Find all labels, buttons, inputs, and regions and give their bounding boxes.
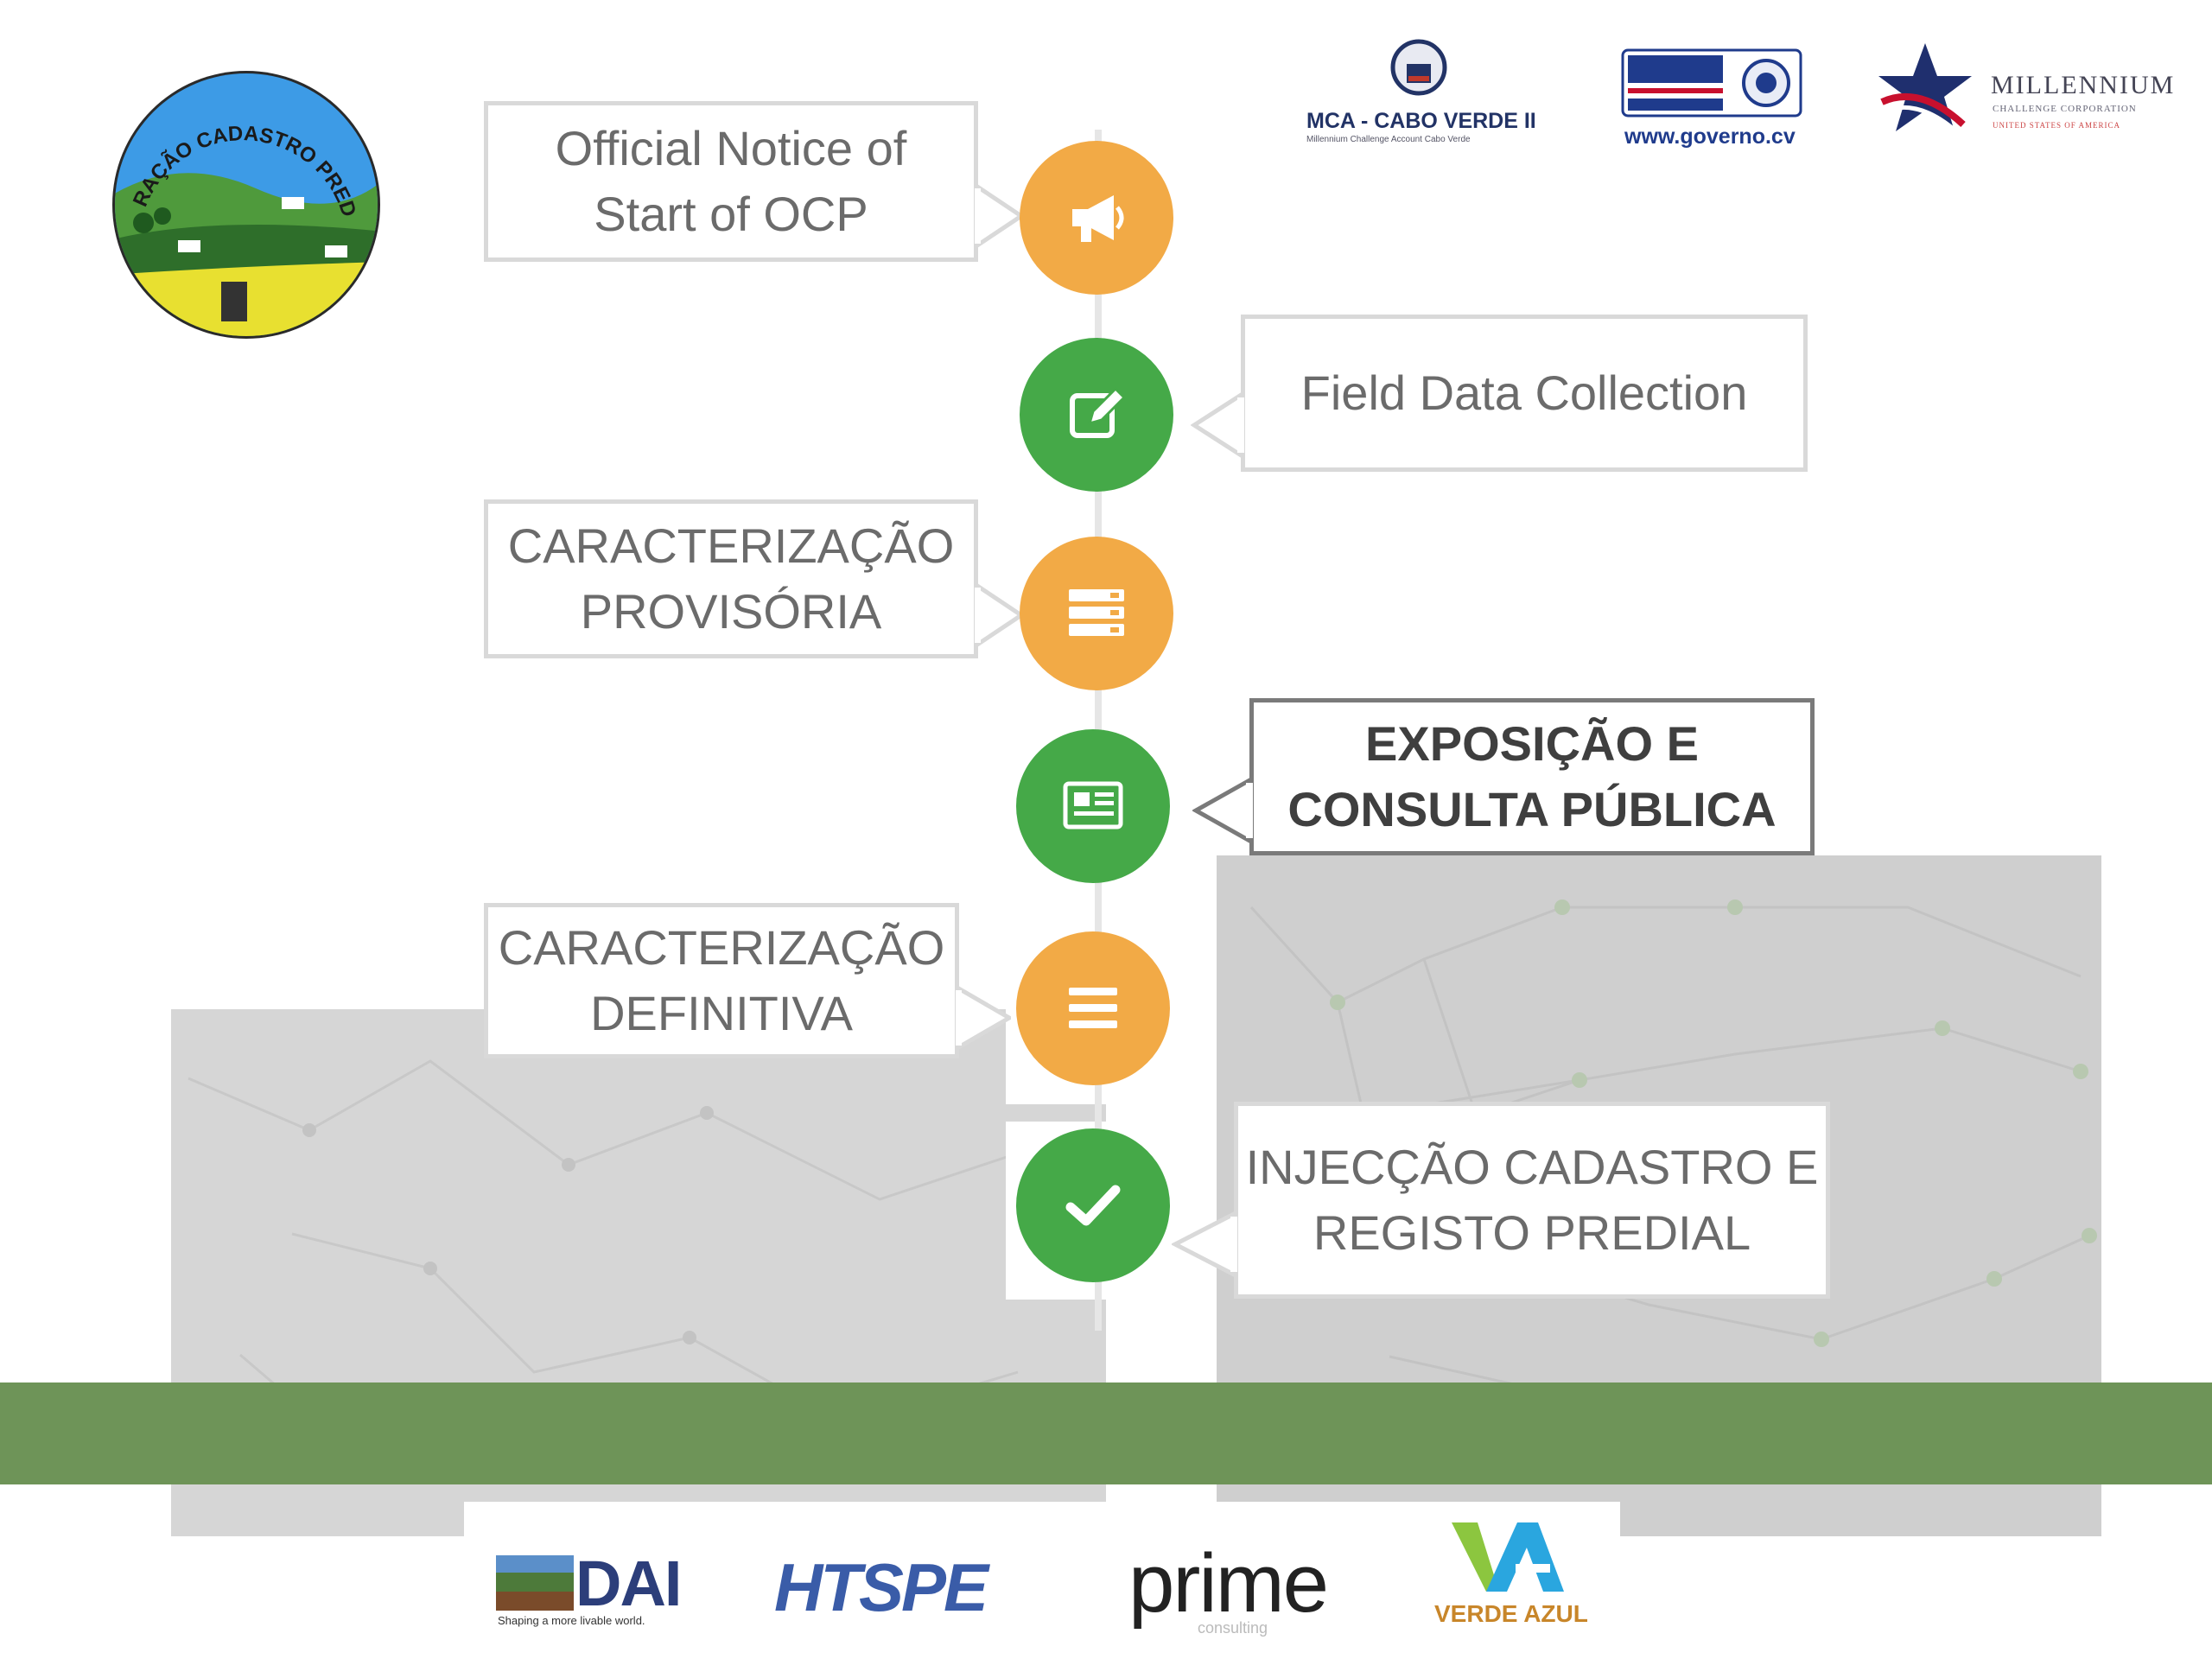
partner-logo-strip <box>464 1502 1620 1659</box>
dai-logo: DAI Shaping a more livable world. <box>496 1548 700 1631</box>
step-label-official-notice: Official Notice of Start of OCP <box>484 101 978 262</box>
menu-icon <box>1069 988 1117 1028</box>
footer-band <box>0 1382 2212 1484</box>
mca-name: MCA - CABO VERDE II <box>1306 109 1536 133</box>
step-circle-official-notice <box>1020 141 1173 295</box>
governo-url: www.governo.cv <box>1624 124 1796 149</box>
callout-pointer <box>1192 776 1253 845</box>
callout-pointer <box>1191 391 1244 460</box>
step-label-injeccao-cadastro: INJECÇÃO CADASTRO E REGISTO PREDIAL <box>1234 1102 1830 1299</box>
mcc-logo: MILLENNIUM CHALLENGE CORPORATION UNITED … <box>1877 41 2173 145</box>
callout-pointer <box>975 181 1023 251</box>
mcc-name: MILLENNIUM <box>1991 71 2176 99</box>
mcc-subtitle-usa: UNITED STATES OF AMERICA <box>1993 121 2121 130</box>
step-label-exposicao-consulta: EXPOSIÇÃO E CONSULTA PÚBLICA <box>1249 698 1815 855</box>
mca-subtitle: Millennium Challenge Account Cabo Verde <box>1306 135 1471 144</box>
callout-pointer <box>956 984 1011 1052</box>
star-icon <box>1878 43 1972 133</box>
verde-azul-emblem-icon <box>1452 1522 1564 1592</box>
check-icon <box>1065 1185 1121 1226</box>
dai-tagline: Shaping a more livable world. <box>498 1614 645 1627</box>
megaphone-icon <box>1072 195 1124 242</box>
dai-landscape-icon <box>496 1555 574 1611</box>
mca-cabo-verde-logo: MCA - CABO VERDE II Millennium Challenge… <box>1303 38 1545 150</box>
step-circle-injeccao-cadastro <box>1016 1128 1170 1282</box>
htspe-wordmark: HTSPE <box>774 1549 988 1625</box>
cabo-verde-flag-icon <box>1621 48 1802 118</box>
step-circle-caracterizacao-definitiva <box>1016 931 1170 1085</box>
edit-icon <box>1070 386 1127 438</box>
prime-logo: prime consulting <box>1128 1536 1362 1640</box>
step-circle-caracterizacao-provisoria <box>1020 537 1173 690</box>
server-icon <box>1069 589 1124 636</box>
ocp-seal-logo: OPERAÇÃO CADASTRO PREDIAL <box>101 49 384 342</box>
step-label-caracterizacao-provisoria: CARACTERIZAÇÃO PROVISÓRIA <box>484 499 978 658</box>
dai-wordmark: DAI <box>575 1548 682 1619</box>
step-circle-exposicao-consulta <box>1016 729 1170 883</box>
step-label-field-data: Field Data Collection <box>1241 315 1808 472</box>
verde-azul-wordmark: VERDE AZUL <box>1434 1600 1588 1627</box>
prime-wordmark: prime <box>1128 1537 1329 1630</box>
callout-pointer <box>1172 1210 1237 1279</box>
callout-pointer <box>975 581 1023 650</box>
step-label-caracterizacao-definitiva: CARACTERIZAÇÃO DEFINITIVA <box>484 903 959 1058</box>
verde-azul-logo: VERDE AZUL <box>1431 1517 1604 1630</box>
htspe-logo: HTSPE <box>774 1548 1051 1626</box>
prime-subtitle: consulting <box>1198 1619 1268 1637</box>
newspaper-icon <box>1063 781 1123 830</box>
step-circle-field-data <box>1020 338 1173 492</box>
governo-cv-logo: www.governo.cv <box>1621 48 1804 152</box>
mca-emblem-icon <box>1390 39 1447 96</box>
mcc-subtitle: CHALLENGE CORPORATION <box>1993 104 2137 114</box>
